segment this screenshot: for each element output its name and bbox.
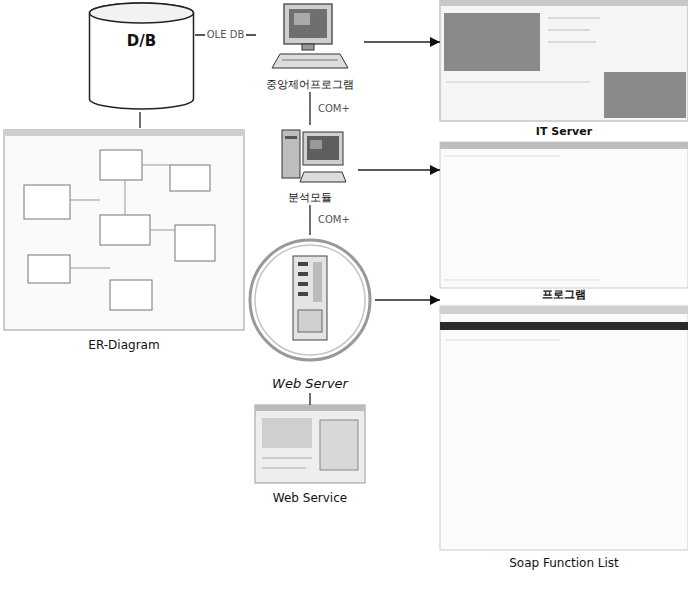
server-icon xyxy=(250,240,370,360)
screenshot-node: IT Server xyxy=(440,0,688,140)
node-label: Web Server xyxy=(270,376,350,391)
screenshot xyxy=(440,306,688,550)
connector-line xyxy=(309,393,310,405)
screenshot-node: 프로그램 xyxy=(440,142,688,304)
node-label: 프로그램 xyxy=(540,287,588,302)
cylinder-outline xyxy=(88,2,195,112)
connector-line xyxy=(309,92,310,125)
computer-icon xyxy=(272,4,348,68)
node-label: Soap Function List xyxy=(507,556,621,570)
screenshot-node: Web Service xyxy=(250,405,370,507)
connector-label: OLE DB xyxy=(205,29,247,41)
node-label: ER-Diagram xyxy=(86,338,161,352)
screenshot xyxy=(440,0,688,121)
node-label: 중앙제어프로그램 xyxy=(264,77,356,92)
server-node: Web Server xyxy=(245,235,375,393)
screenshot-node: Soap Function List xyxy=(440,306,688,572)
node-label: D/B xyxy=(125,32,158,50)
node-label: Web Service xyxy=(271,491,349,505)
connector-arrow xyxy=(358,169,440,170)
connector-arrow xyxy=(364,41,440,42)
computer-node: 중앙제어프로그램 xyxy=(256,0,364,92)
screenshot xyxy=(4,130,244,330)
connector-line xyxy=(309,205,310,235)
screenshot xyxy=(440,142,688,288)
computer-icon xyxy=(282,130,346,182)
screenshot xyxy=(255,405,365,483)
node-label: IT Server xyxy=(534,125,594,138)
node-label: 분석모듈 xyxy=(286,190,334,205)
connector-label: COM+ xyxy=(316,103,352,115)
connector-arrow xyxy=(375,299,440,300)
screenshot-node: ER-Diagram xyxy=(4,128,244,354)
database-cylinder: D/B xyxy=(88,2,195,112)
computer-node: 분석모듈 xyxy=(262,125,358,205)
connector-label: COM+ xyxy=(316,214,352,226)
connector-line xyxy=(139,112,140,128)
